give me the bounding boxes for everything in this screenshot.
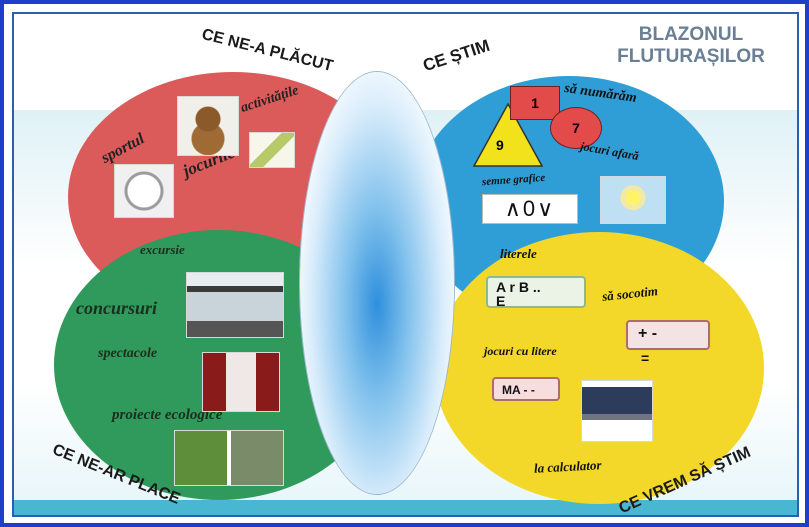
sun-picture bbox=[600, 176, 666, 224]
text-spectacole: spectacole bbox=[98, 346, 158, 361]
square-shape: 1 bbox=[510, 86, 560, 120]
text-jocuri-cu-litere: jocuri cu litere bbox=[484, 344, 557, 358]
bus-picture bbox=[186, 272, 284, 338]
curtain-picture bbox=[202, 352, 280, 412]
circle-number: 7 bbox=[572, 120, 580, 136]
eco-picture bbox=[174, 430, 284, 486]
title-line-1: BLAZONUL bbox=[638, 24, 744, 45]
pencil-picture bbox=[249, 132, 295, 168]
letters-tile-line-1: A r B .. bbox=[496, 279, 541, 295]
ma-tile: MA - - bbox=[492, 377, 560, 401]
letters-tile-line-2: E bbox=[496, 293, 506, 309]
title-line-2: FLUTURAȘILOR bbox=[617, 46, 765, 67]
text-proiecte-ecologice: proiecte ecologice bbox=[112, 407, 223, 423]
teddy-bear-picture bbox=[177, 96, 239, 156]
center-ellipse bbox=[300, 72, 454, 494]
laptop-picture bbox=[581, 380, 653, 442]
text-excursie: excursie bbox=[140, 242, 185, 257]
letters-tile: A r B .. E bbox=[486, 276, 586, 308]
text-concursuri: concursuri bbox=[76, 298, 158, 318]
graphic-signs-box: ∧0∨ bbox=[482, 194, 578, 224]
text-literele: literele bbox=[500, 246, 537, 261]
equals-sign: = bbox=[641, 350, 650, 366]
triangle-shape bbox=[472, 102, 544, 167]
ball-picture bbox=[114, 164, 174, 218]
circle-shape: 7 bbox=[550, 107, 602, 149]
bottom-band bbox=[14, 500, 797, 515]
triangle-number: 9 bbox=[496, 137, 504, 153]
poster-canvas: BLAZONUL FLUTURAȘILOR CE NE-A PLĂCUT CE … bbox=[12, 12, 799, 517]
calc-tile: + - bbox=[626, 320, 710, 350]
square-number: 1 bbox=[531, 95, 539, 111]
poster-title: BLAZONUL FLUTURAȘILOR bbox=[596, 24, 786, 68]
